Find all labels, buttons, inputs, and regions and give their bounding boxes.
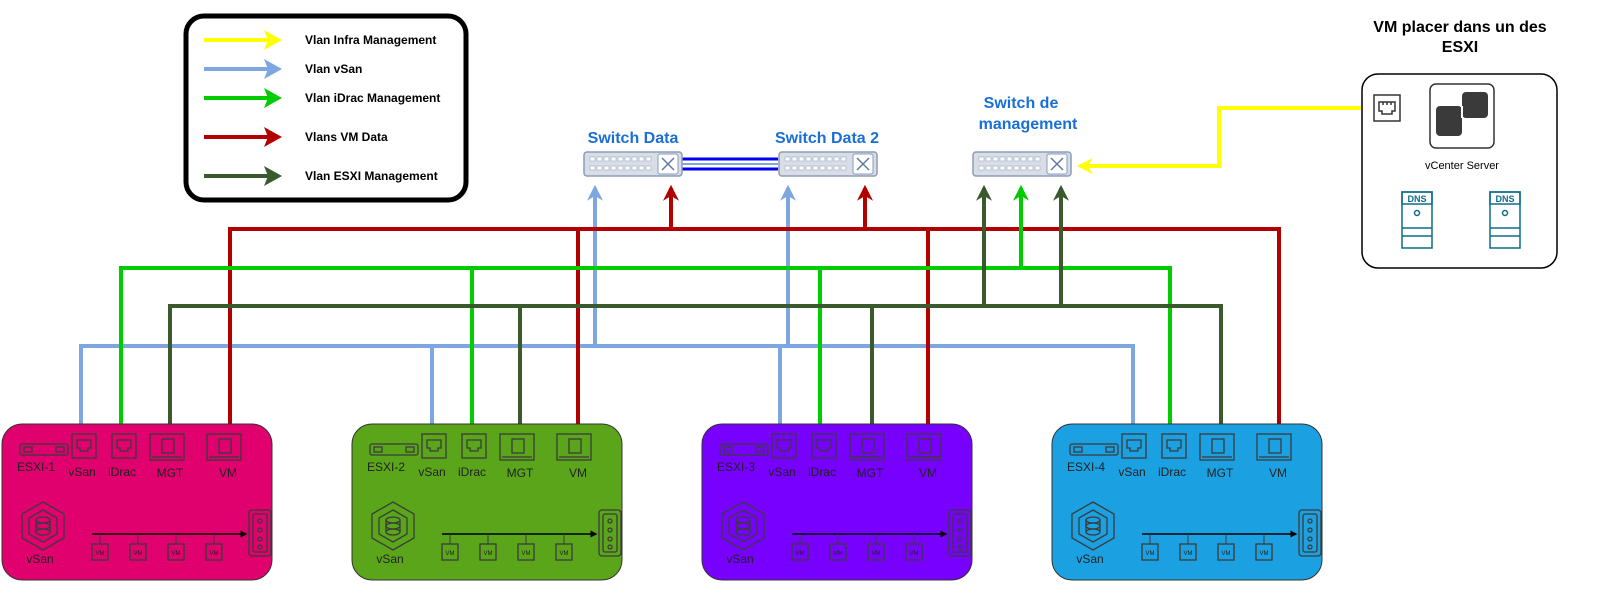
vm-port-label: VM xyxy=(219,466,237,480)
vm-icon-label: VM xyxy=(484,551,493,557)
legend-label: Vlan vSan xyxy=(305,62,362,76)
vm-icon-label: VM xyxy=(1184,551,1193,557)
esxi-host-name: ESXI-4 xyxy=(1067,460,1105,474)
switch-data-1-label: Switch Data xyxy=(588,130,679,147)
esxi-host-name: ESXI-1 xyxy=(17,460,55,474)
switch-management-label-line1: Switch de xyxy=(984,95,1059,112)
esxi-host-box xyxy=(1051,423,1323,581)
dns-label: DNS xyxy=(1495,194,1514,204)
vm-icon-label: VM xyxy=(96,551,105,557)
legend-label: Vlan ESXI Management xyxy=(305,169,438,183)
legend-item: Vlan vSan xyxy=(204,59,362,79)
vm-icon-label: VM xyxy=(1222,551,1231,557)
legend-box xyxy=(183,13,469,203)
idrac-port-label: iDrac xyxy=(458,465,486,479)
mgt-port-label: MGT xyxy=(157,466,184,480)
vm-icon-label: VM xyxy=(446,551,455,557)
vm-icon-label: VM xyxy=(796,551,805,557)
vsan-port-label: vSan xyxy=(1118,465,1145,479)
vsan-storage-label: vSan xyxy=(26,552,53,566)
vm-icon-label: VM xyxy=(560,551,569,557)
vsan-storage-label: vSan xyxy=(376,552,403,566)
data-switch-trunk xyxy=(682,157,778,171)
legend-item: Vlan ESXI Management xyxy=(204,166,438,186)
idrac-port-label: iDrac xyxy=(808,465,836,479)
vm-icon-label: VM xyxy=(1146,551,1155,557)
esxi-host-name: ESXI-2 xyxy=(367,460,405,474)
legend-item: Vlan Infra Management xyxy=(204,30,436,50)
vcenter-server-label: vCenter Server xyxy=(1425,160,1499,172)
vm-icon-label: VM xyxy=(522,551,531,557)
vm-icon-label: VM xyxy=(872,551,881,557)
vm-icon-label: VM xyxy=(134,551,143,557)
legend-arrowhead-icon xyxy=(264,127,282,147)
esxi-mgmt-links xyxy=(168,184,1223,434)
vmdata-links xyxy=(228,184,1281,434)
switch-data-2-label: Switch Data 2 xyxy=(775,130,879,147)
vsan-storage-label: vSan xyxy=(1076,552,1103,566)
esxi-host-box xyxy=(1,423,273,581)
vm-panel-title-line2: ESXI xyxy=(1442,39,1478,56)
switch-data-1: Switch Data xyxy=(583,129,683,177)
mgt-port-label: MGT xyxy=(1207,466,1234,480)
switch-management: Switch de management xyxy=(972,94,1080,177)
legend-arrowhead-icon xyxy=(264,166,282,186)
mgt-port-label: MGT xyxy=(507,466,534,480)
dns-server-icon xyxy=(1489,191,1521,249)
legend-arrowhead-icon xyxy=(264,59,282,79)
esxi-host-box xyxy=(351,423,623,581)
vm-icon-label: VM xyxy=(172,551,181,557)
vcenter-server-icon xyxy=(1429,83,1495,149)
idrac-links xyxy=(119,184,1172,434)
idrac-port-label: iDrac xyxy=(1158,465,1186,479)
vm-panel-title-line1: VM placer dans un des xyxy=(1373,19,1546,36)
legend-label: Vlan Infra Management xyxy=(305,33,436,47)
dns-label: DNS xyxy=(1407,194,1426,204)
vm-icon-label: VM xyxy=(834,551,843,557)
vm-icon-label: VM xyxy=(1260,551,1269,557)
switch-management-label-line2: management xyxy=(979,116,1078,133)
legend-label: Vlan iDrac Management xyxy=(305,91,440,105)
legend-item: Vlans VM Data xyxy=(204,127,388,147)
network-links xyxy=(79,106,1373,434)
vm-port-label: VM xyxy=(919,466,937,480)
legend-arrowhead-icon xyxy=(264,30,282,50)
vsan-links xyxy=(79,184,1135,434)
infra-mgmt-link xyxy=(1076,106,1373,174)
vm-port-label: VM xyxy=(569,466,587,480)
vsan-port-label: vSan xyxy=(418,465,445,479)
mgt-port-label: MGT xyxy=(857,466,884,480)
vm-port-label: VM xyxy=(1269,466,1287,480)
vm-panel: VM placer dans un des ESXI vCenter Serve… xyxy=(1361,19,1558,269)
ethernet-port-icon xyxy=(1373,94,1401,122)
vm-icon-label: VM xyxy=(210,551,219,557)
legend-label: Vlans VM Data xyxy=(305,130,388,144)
esxi-host-box xyxy=(701,423,973,581)
dns-server-icon xyxy=(1401,191,1433,249)
vm-icon-label: VM xyxy=(910,551,919,557)
vsan-port-label: vSan xyxy=(68,465,95,479)
esxi-host-name: ESXI-3 xyxy=(717,460,755,474)
vsan-port-label: vSan xyxy=(768,465,795,479)
idrac-port-label: iDrac xyxy=(108,465,136,479)
switch-data-2: Switch Data 2 xyxy=(773,129,881,177)
legend-item: Vlan iDrac Management xyxy=(204,88,440,108)
vsan-storage-label: vSan xyxy=(726,552,753,566)
legend-arrowhead-icon xyxy=(264,88,282,108)
